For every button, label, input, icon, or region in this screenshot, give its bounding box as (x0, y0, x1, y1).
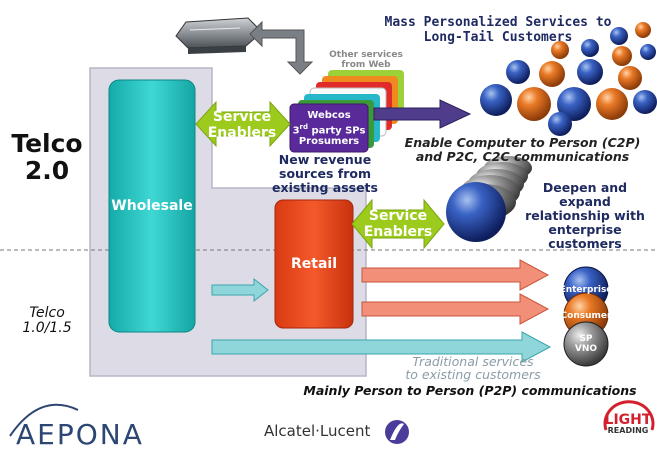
traditional-services-text: Traditional services to existing custome… (405, 354, 541, 382)
light-reading-logo-reading: READING (607, 426, 649, 435)
other-services-label: Other services from Web (329, 50, 403, 70)
retail-enterprise-arrow (361, 259, 550, 291)
service-enablers-top-arrow (195, 100, 291, 148)
light-reading-logo-icon (603, 400, 655, 431)
service-enablers-bottom-label: Service Enablers (363, 208, 433, 240)
aepona-swoosh-icon (9, 403, 79, 437)
third-party-sup: rd (299, 122, 308, 131)
sp-vno-sphere (563, 321, 609, 367)
consumer-label: Consumer (560, 311, 612, 321)
telco-2-0-text: Telco 2.0 (11, 129, 83, 185)
enterprise-disks (446, 156, 532, 242)
wholesale-retail-arrow (211, 277, 269, 303)
telco-1-0-text: Telco 1.0/1.5 (22, 305, 72, 336)
service-enablers-top-label: Service Enablers (207, 109, 277, 141)
retail-consumer-arrow (361, 293, 550, 325)
mass-personalized-heading: Mass Personalized Services to Long-Tail … (384, 15, 612, 45)
light-reading-logo-light: LIGHT (604, 412, 652, 428)
third-party-line: 3rd party SPs (292, 122, 366, 137)
retail-label: Retail (290, 256, 337, 272)
prosumers-line: Prosumers (298, 136, 360, 148)
mainly-p2p-text: Mainly Person to Person (P2P) communicat… (303, 383, 637, 398)
alcatel-lucent-logo: Alcatel·Lucent (264, 422, 371, 440)
enable-c2p-text: Enable Computer to Person (C2P) and P2C,… (404, 135, 641, 164)
aepona-logo: AEPONA (16, 418, 144, 451)
wholesale-label: Wholesale (111, 198, 193, 214)
telco-1-0-label: Telco 1.0/1.5 (8, 306, 86, 336)
retail-bar (274, 199, 354, 329)
webcos-card-text: Webcos 3rd party SPs Prosumers (292, 110, 366, 148)
third-party-suffix: party SPs (308, 124, 366, 136)
sp-vno-label: SP VNO (574, 334, 598, 354)
webcos-line: Webcos (307, 110, 351, 121)
server-icon (175, 17, 263, 54)
wholesale-spvno-arrow (211, 331, 552, 363)
third-party-number: 3 (292, 124, 300, 136)
enterprise-label: Enterprise (559, 285, 613, 295)
telco-2-0-label: Telco 2.0 (8, 130, 86, 184)
server-web-arrow (249, 20, 314, 75)
purple-arrow (373, 99, 472, 129)
new-revenue-text: New revenue sources from existing assets (272, 152, 378, 195)
service-enablers-bottom-arrow (351, 198, 445, 250)
alcatel-lucent-logo-icon (385, 420, 409, 444)
web-services-stack (289, 70, 404, 153)
consumer-spheres (480, 22, 657, 136)
deepen-relationship-text: Deepen and expand relationship with ente… (525, 180, 645, 251)
wholesale-bar (108, 79, 196, 333)
